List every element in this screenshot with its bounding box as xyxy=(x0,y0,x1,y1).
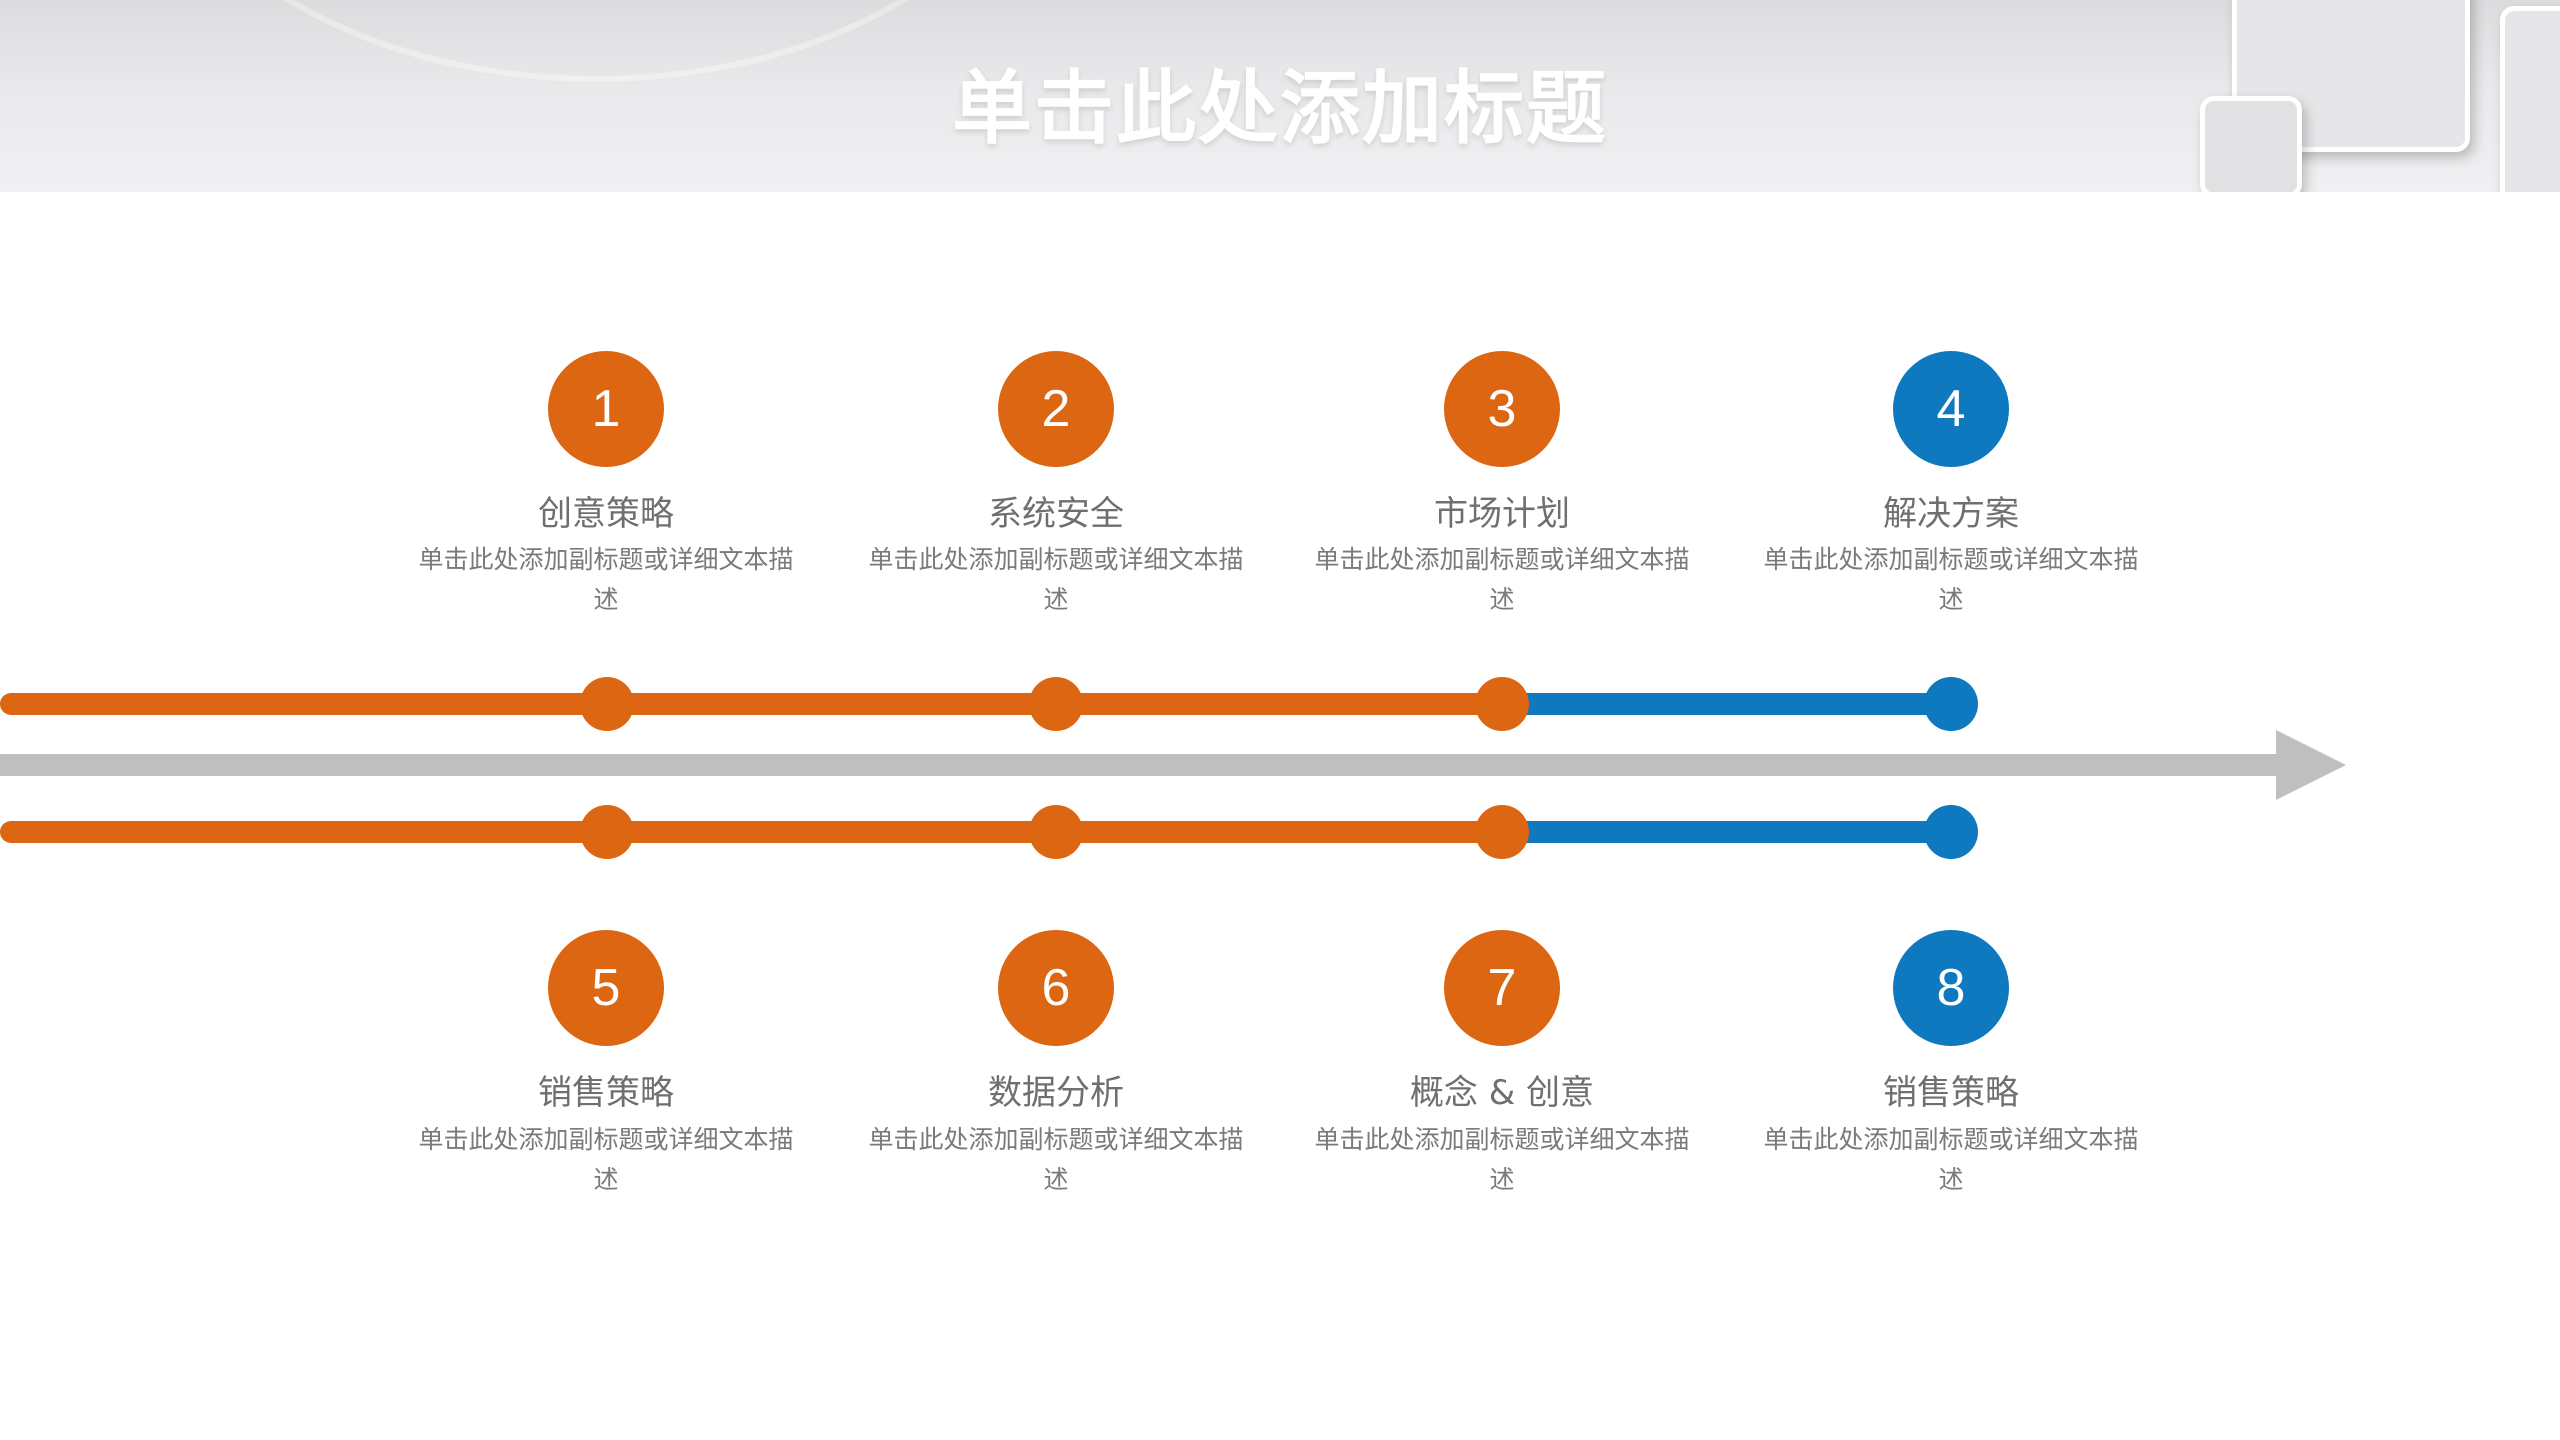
step-8-badge: 8 xyxy=(1893,930,2009,1046)
step-4-badge: 4 xyxy=(1893,351,2009,467)
decorative-square xyxy=(2200,96,2302,192)
step-3-title[interactable]: 市场计划 xyxy=(1434,494,1570,534)
step-7-description[interactable]: 单击此处添加副标题或详细文本描述 xyxy=(1314,1125,1690,1194)
timeline-dot xyxy=(1475,805,1529,859)
step-8-title[interactable]: 销售策略 xyxy=(1883,1073,2019,1113)
step-5-title[interactable]: 销售策略 xyxy=(538,1073,674,1113)
upper-track-orange xyxy=(0,693,1510,715)
timeline-dot xyxy=(1924,805,1978,859)
timeline-dot xyxy=(580,805,634,859)
step-8-description[interactable]: 单击此处添加副标题或详细文本描述 xyxy=(1763,1125,2139,1194)
step-6-title[interactable]: 数据分析 xyxy=(988,1073,1124,1113)
slide-title[interactable]: 单击此处添加标题 xyxy=(952,62,1608,155)
step-6-description[interactable]: 单击此处添加副标题或详细文本描述 xyxy=(868,1125,1244,1194)
timeline-arrow-head xyxy=(2276,730,2346,800)
step-5-description[interactable]: 单击此处添加副标题或详细文本描述 xyxy=(418,1125,794,1194)
step-3-description[interactable]: 单击此处添加副标题或详细文本描述 xyxy=(1314,545,1690,614)
timeline-arrow-shaft xyxy=(0,754,2282,776)
step-1-description[interactable]: 单击此处添加副标题或详细文本描述 xyxy=(418,545,794,614)
timeline-dot xyxy=(1029,805,1083,859)
step-6-badge: 6 xyxy=(998,930,1114,1046)
lower-track-blue xyxy=(1500,821,1952,843)
upper-track-blue xyxy=(1500,693,1952,715)
title-banner: 单击此处添加标题 xyxy=(0,0,2560,192)
step-2-title[interactable]: 系统安全 xyxy=(988,494,1124,534)
step-4-description[interactable]: 单击此处添加副标题或详细文本描述 xyxy=(1763,545,2139,614)
timeline-dot xyxy=(1029,677,1083,731)
step-4-title[interactable]: 解决方案 xyxy=(1883,494,2019,534)
timeline-dot xyxy=(1924,677,1978,731)
step-2-description[interactable]: 单击此处添加副标题或详细文本描述 xyxy=(868,545,1244,614)
step-3-badge: 3 xyxy=(1444,351,1560,467)
step-1-title[interactable]: 创意策略 xyxy=(538,494,674,534)
step-1-badge: 1 xyxy=(548,351,664,467)
step-5-badge: 5 xyxy=(548,930,664,1046)
timeline-dot xyxy=(580,677,634,731)
decorative-square xyxy=(2500,6,2560,192)
timeline-dot xyxy=(1475,677,1529,731)
step-7-title[interactable]: 概念 & 创意 xyxy=(1409,1073,1595,1113)
step-2-badge: 2 xyxy=(998,351,1114,467)
step-7-badge: 7 xyxy=(1444,930,1560,1046)
lower-track-orange xyxy=(0,821,1510,843)
